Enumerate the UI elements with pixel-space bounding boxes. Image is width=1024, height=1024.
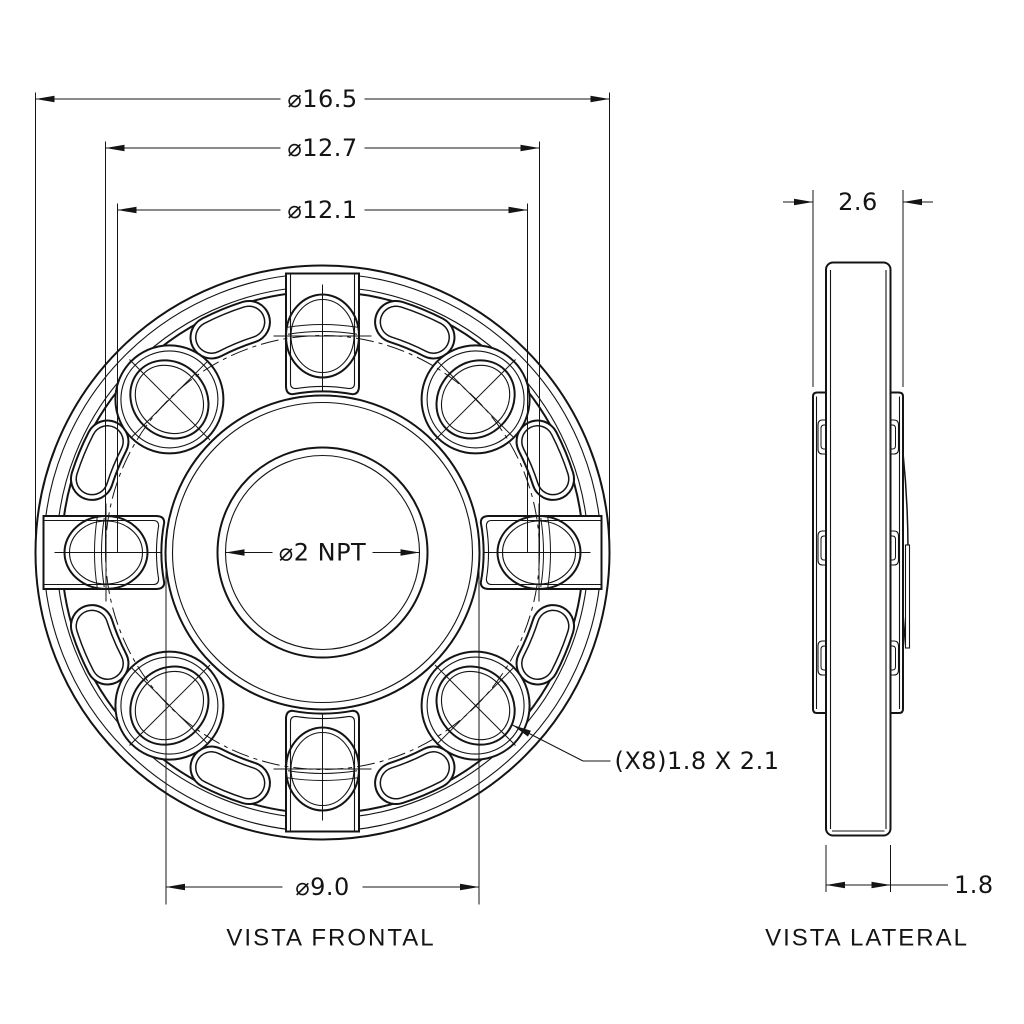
dim-total-thickness-text: 2.6 [838,188,878,216]
disk-outline [825,261,892,837]
leader-hole-note: (X8)1.8 X 2.1 [512,724,780,775]
boss-outline [812,391,904,714]
dim-center-bore-text: ⌀2 NPT [279,539,366,567]
pipe-stub [902,452,911,650]
label-front-view: VISTA FRONTAL [226,925,435,952]
relief-slot [91,626,107,664]
hub-circle [164,394,481,711]
bolt-hole [272,272,373,396]
dim-outer-diameter-text: ⌀16.5 [287,85,357,113]
bolt-hole [42,502,166,603]
hole-note-text: (X8)1.8 X 2.1 [615,747,780,775]
dim-hub-diameter-text: ⌀9.0 [295,873,350,901]
dim-hub-diameter: ⌀9.0 [165,554,480,905]
relief-slot [396,321,434,337]
dim-total-thickness: 2.6 [783,188,933,387]
relief-slot [211,768,249,784]
relief-slot [211,321,249,337]
dim-disk-thickness: 1.8 [825,845,994,899]
dim-bolt-circle-inner: ⌀12.1 [117,196,528,553]
dim-bolt-circle-outer: ⌀12.7 [105,134,540,553]
dim-bolt-circle-inner-text: ⌀12.1 [287,196,357,224]
dim-center-bore: ⌀2 NPT [225,539,420,567]
label-side-view: VISTA LATERAL [765,925,969,952]
side-view: 2.6 1.8 [783,188,994,899]
relief-slot [538,626,554,664]
dim-outer-diameter: ⌀16.5 [35,85,610,553]
dim-disk-thickness-text: 1.8 [954,871,994,899]
relief-slot [396,768,434,784]
bolt-hole [272,709,373,833]
bolt-hole [479,502,603,603]
front-view: ⌀16.5 ⌀12.7 ⌀12.1 ⌀9.0 ⌀2 NPT [34,85,780,905]
dim-bolt-circle-outer-text: ⌀12.7 [287,134,357,162]
